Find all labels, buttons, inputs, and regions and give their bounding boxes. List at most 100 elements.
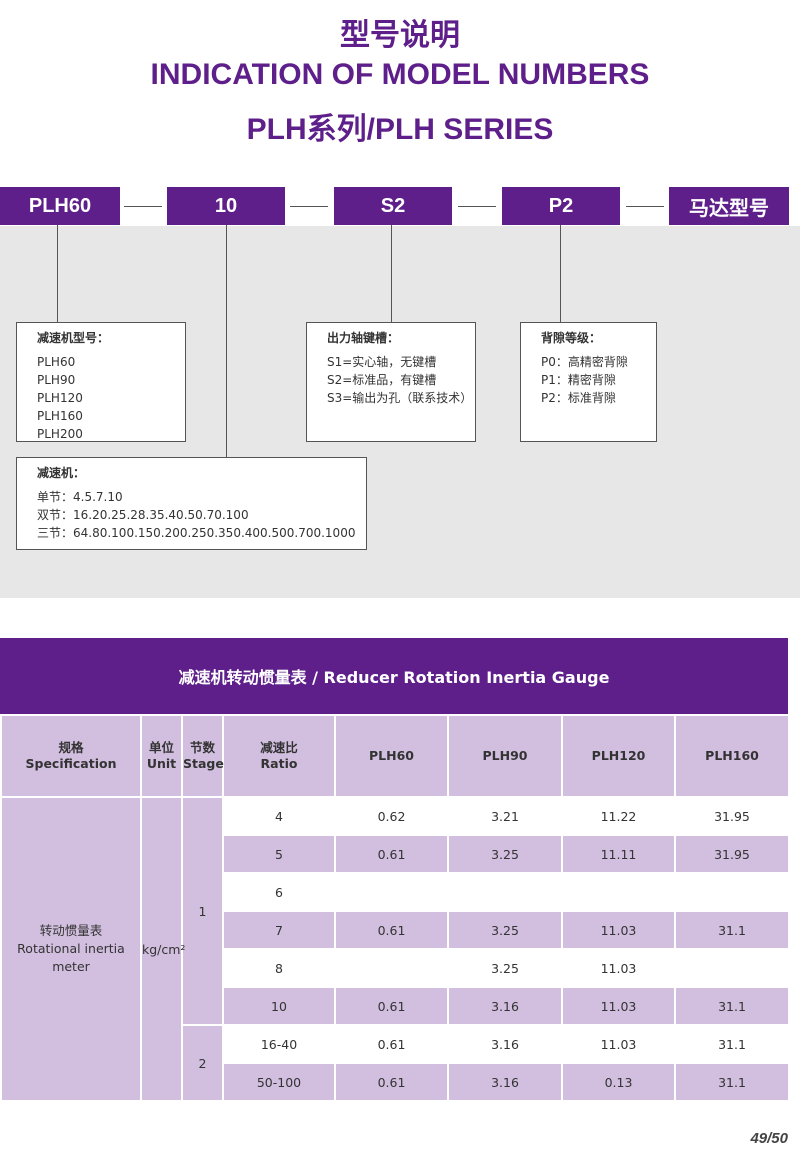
value-cell: 0.62: [334, 796, 449, 836]
value-cell: 31.95: [674, 796, 790, 836]
box-item: 单节：4.5.7.10: [37, 490, 123, 504]
reducer-model-box: 减速机型号： PLH60 PLH90 PLH120 PLH160 PLH200: [16, 322, 186, 442]
value-cell: 0.61: [334, 834, 449, 874]
value-cell: 0.61: [334, 1062, 449, 1102]
value-cell: 3.25: [447, 910, 563, 950]
value-cell: 3.16: [447, 1024, 563, 1064]
value-cell: 3.16: [447, 986, 563, 1026]
value-cell: 11.03: [561, 1024, 676, 1064]
box-heading: 出力轴键槽：: [327, 331, 400, 345]
page-number: 49/50: [750, 1130, 788, 1147]
box-item: P1：精密背隙: [541, 373, 616, 387]
ratio-cell: 6: [222, 872, 336, 912]
ratio-cell: 4: [222, 796, 336, 836]
box-item: PLH90: [37, 373, 76, 387]
table-row: 6: [1, 872, 790, 912]
value-cell: 3.16: [447, 1062, 563, 1102]
box-item: PLH60: [37, 355, 76, 369]
code-dash: [458, 206, 496, 207]
value-cell: 31.1: [674, 1024, 790, 1064]
value-cell: [334, 948, 449, 988]
value-cell: 3.25: [447, 948, 563, 988]
code-dash: [124, 206, 162, 207]
value-cell: 0.61: [334, 1024, 449, 1064]
ratio-cell: 10: [222, 986, 336, 1026]
box-item: S2=标准品，有键槽: [327, 373, 437, 387]
ratio-cell: 50-100: [222, 1062, 336, 1102]
stage-cell: 2: [181, 1024, 224, 1102]
box-item: PLH120: [37, 391, 83, 405]
header-model: PLH90: [447, 714, 563, 798]
table-row: 2 16-40 0.61 3.16 11.03 31.1: [1, 1024, 790, 1102]
box-item: S3=输出为孔（联系技术）: [327, 391, 473, 405]
value-cell: 0.61: [334, 910, 449, 950]
table-row: 5 0.61 3.25 11.11 31.95: [1, 834, 790, 874]
inertia-table-title: 减速机转动惯量表 / Reducer Rotation Inertia Gaug…: [0, 638, 788, 714]
title-chinese: 型号说明: [340, 18, 460, 53]
code-segment-model: PLH60: [0, 187, 120, 225]
table-row: 10 0.61 3.16 11.03 31.1: [1, 986, 790, 1026]
code-segment-motor: 马达型号: [669, 187, 789, 225]
value-cell: 31.1: [674, 910, 790, 950]
code-segment-ratio: 10: [167, 187, 285, 225]
box-item: 双节：16.20.25.28.35.40.50.70.100: [37, 508, 249, 522]
value-cell: 0.13: [561, 1062, 676, 1102]
connector-line: [391, 225, 392, 322]
value-cell: 31.1: [674, 986, 790, 1026]
header-model: PLH160: [674, 714, 790, 798]
box-item: P0：高精密背隙: [541, 355, 628, 369]
code-segment-backlash: P2: [502, 187, 620, 225]
connector-line: [560, 225, 561, 322]
value-cell: 0.61: [334, 986, 449, 1026]
value-cell: 11.03: [561, 910, 676, 950]
value-cell: 3.21: [447, 796, 563, 836]
code-dash: [626, 206, 664, 207]
table-row: 7 0.61 3.25 11.03 31.1: [1, 910, 790, 950]
table-row: 50-100 0.61 3.16 0.13 31.1: [1, 1062, 790, 1102]
value-cell: [447, 872, 563, 912]
box-item: S1=实心轴，无键槽: [327, 355, 437, 369]
value-cell: [561, 872, 676, 912]
ratio-cell: 7: [222, 910, 336, 950]
value-cell: [674, 872, 790, 912]
value-cell: 31.1: [674, 1062, 790, 1102]
ratio-cell: 5: [222, 834, 336, 874]
value-cell: 31.95: [674, 834, 790, 874]
series-title: PLH系列/PLH SERIES: [246, 113, 554, 146]
box-heading: 减速机型号：: [37, 331, 110, 345]
header-model: PLH120: [561, 714, 676, 798]
ratio-cell: 8: [222, 948, 336, 988]
reducer-ratio-box: 减速机： 单节：4.5.7.10 双节：16.20.25.28.35.40.50…: [16, 457, 367, 550]
box-item: PLH160: [37, 409, 83, 423]
connector-line: [226, 225, 227, 457]
value-cell: 3.25: [447, 834, 563, 874]
box-heading: 减速机：: [37, 466, 86, 480]
box-item: 三节：64.80.100.150.200.250.350.400.500.700…: [37, 526, 356, 540]
code-segment-shaft: S2: [334, 187, 452, 225]
connector-line: [57, 225, 58, 322]
stage-cell: 1: [181, 796, 224, 1026]
box-heading: 背隙等级：: [541, 331, 602, 345]
value-cell: 11.22: [561, 796, 676, 836]
title-english: INDICATION OF MODEL NUMBERS: [150, 58, 650, 91]
output-shaft-box: 出力轴键槽： S1=实心轴，无键槽 S2=标准品，有键槽 S3=输出为孔（联系技…: [306, 322, 476, 442]
backlash-box: 背隙等级： P0：高精密背隙 P1：精密背隙 P2：标准背隙: [520, 322, 657, 442]
box-item: P2：标准背隙: [541, 391, 616, 405]
ratio-cell: 16-40: [222, 1024, 336, 1064]
header-model: PLH60: [334, 714, 449, 798]
value-cell: [334, 872, 449, 912]
box-item: PLH200: [37, 427, 83, 441]
code-dash: [290, 206, 328, 207]
table-row: 8 3.25 11.03: [1, 948, 790, 988]
value-cell: 11.11: [561, 834, 676, 874]
value-cell: 11.03: [561, 948, 676, 988]
value-cell: 11.03: [561, 986, 676, 1026]
